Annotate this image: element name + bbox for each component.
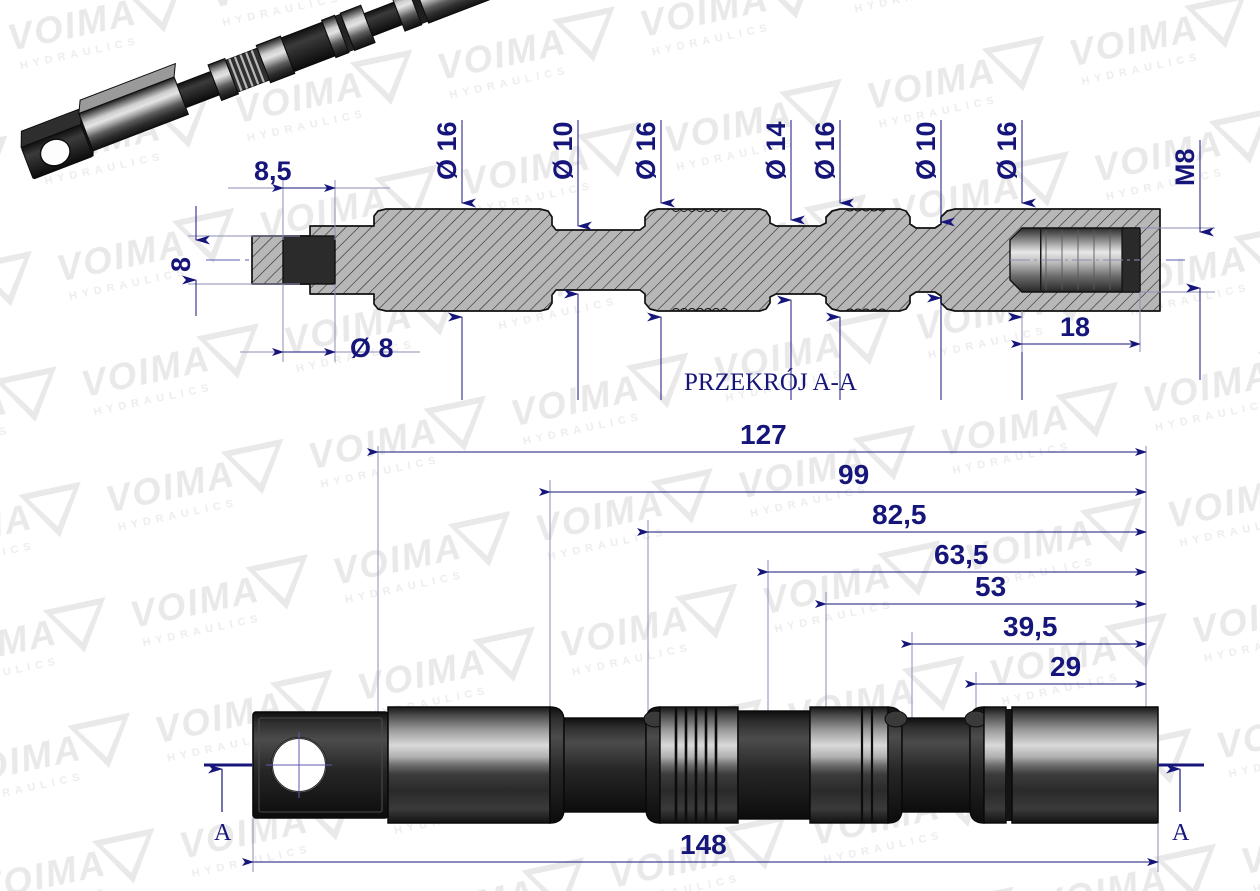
m8-label: M8 — [1170, 148, 1200, 186]
section-title: PRZEKRÓJ A-A — [684, 368, 857, 396]
elevation-eye-block — [252, 711, 389, 819]
section-mark-right: A — [1158, 763, 1204, 846]
diameter-label-3: Ø 16 — [631, 121, 661, 180]
elevation-land-3 — [809, 706, 889, 824]
elevation-knurl-band-1 — [659, 706, 739, 824]
iso-groove-band — [207, 35, 296, 102]
elevation-groove-2 — [884, 706, 988, 824]
elevation-land-1 — [387, 706, 551, 824]
section-mark-left-label: A — [214, 820, 232, 846]
elevation-land-4 — [983, 706, 1159, 824]
eye-width-label: 8,5 — [254, 156, 292, 186]
elevation-groove-1 — [549, 706, 667, 824]
diameter-label-5: Ø 16 — [810, 121, 840, 180]
section-serrations — [671, 208, 887, 312]
dim-label-395: 39,5 — [1003, 611, 1058, 642]
section-mark-left: A — [204, 763, 252, 846]
iso-land-3 — [389, 0, 501, 32]
overall-length-dimension: 148 — [242, 818, 1159, 872]
iso-ring-group — [320, 4, 376, 59]
section-body-profile — [251, 208, 1161, 312]
dim-label-127: 127 — [740, 419, 787, 450]
dim-label-825: 82,5 — [872, 499, 927, 530]
section-eye-bore — [282, 235, 336, 285]
section-m8-thread — [1009, 227, 1141, 293]
isometric-spool-view — [20, 0, 501, 180]
overall-length-label: 148 — [680, 829, 727, 860]
dim-label-99: 99 — [838, 459, 869, 490]
diameter-label-7: Ø 16 — [992, 121, 1022, 180]
diameter-label-2: Ø 10 — [548, 121, 578, 180]
diameter-label-4: Ø 14 — [761, 121, 791, 180]
eye-bore-dimension: Ø 8 — [240, 284, 420, 363]
eye-width-dimension: 8,5 — [228, 156, 390, 240]
diameter-labels: Ø 16 Ø 10 Ø 16 Ø 14 Ø 16 Ø 10 Ø 16 — [432, 121, 1022, 180]
diameter-label-1: Ø 16 — [432, 121, 462, 180]
thread-depth-label: 18 — [1060, 312, 1090, 342]
elevation-land-2 — [737, 710, 811, 820]
cross-section-view: Ø 16 Ø 10 Ø 16 Ø 14 Ø 16 Ø 10 Ø 16 M8 18 — [166, 120, 1215, 400]
dimension-chain: 127 99 82,5 63,5 53 39,5 29 — [367, 419, 1147, 770]
dim-label-29: 29 — [1050, 651, 1081, 682]
iso-land-1 — [78, 62, 190, 152]
thread-depth-dimension: 18 — [1011, 292, 1141, 352]
eye-bore-label: Ø 8 — [350, 333, 394, 363]
m8-dimension: M8 — [1140, 140, 1215, 380]
section-mark-right-label: A — [1172, 820, 1190, 846]
eye-height-dimension: 8 — [166, 206, 300, 316]
dim-label-53: 53 — [975, 571, 1006, 602]
eye-height-label: 8 — [166, 257, 196, 272]
diameter-label-6: Ø 10 — [911, 121, 941, 180]
elevation-spool-view: A A — [204, 706, 1204, 846]
dim-label-635: 63,5 — [934, 539, 989, 570]
